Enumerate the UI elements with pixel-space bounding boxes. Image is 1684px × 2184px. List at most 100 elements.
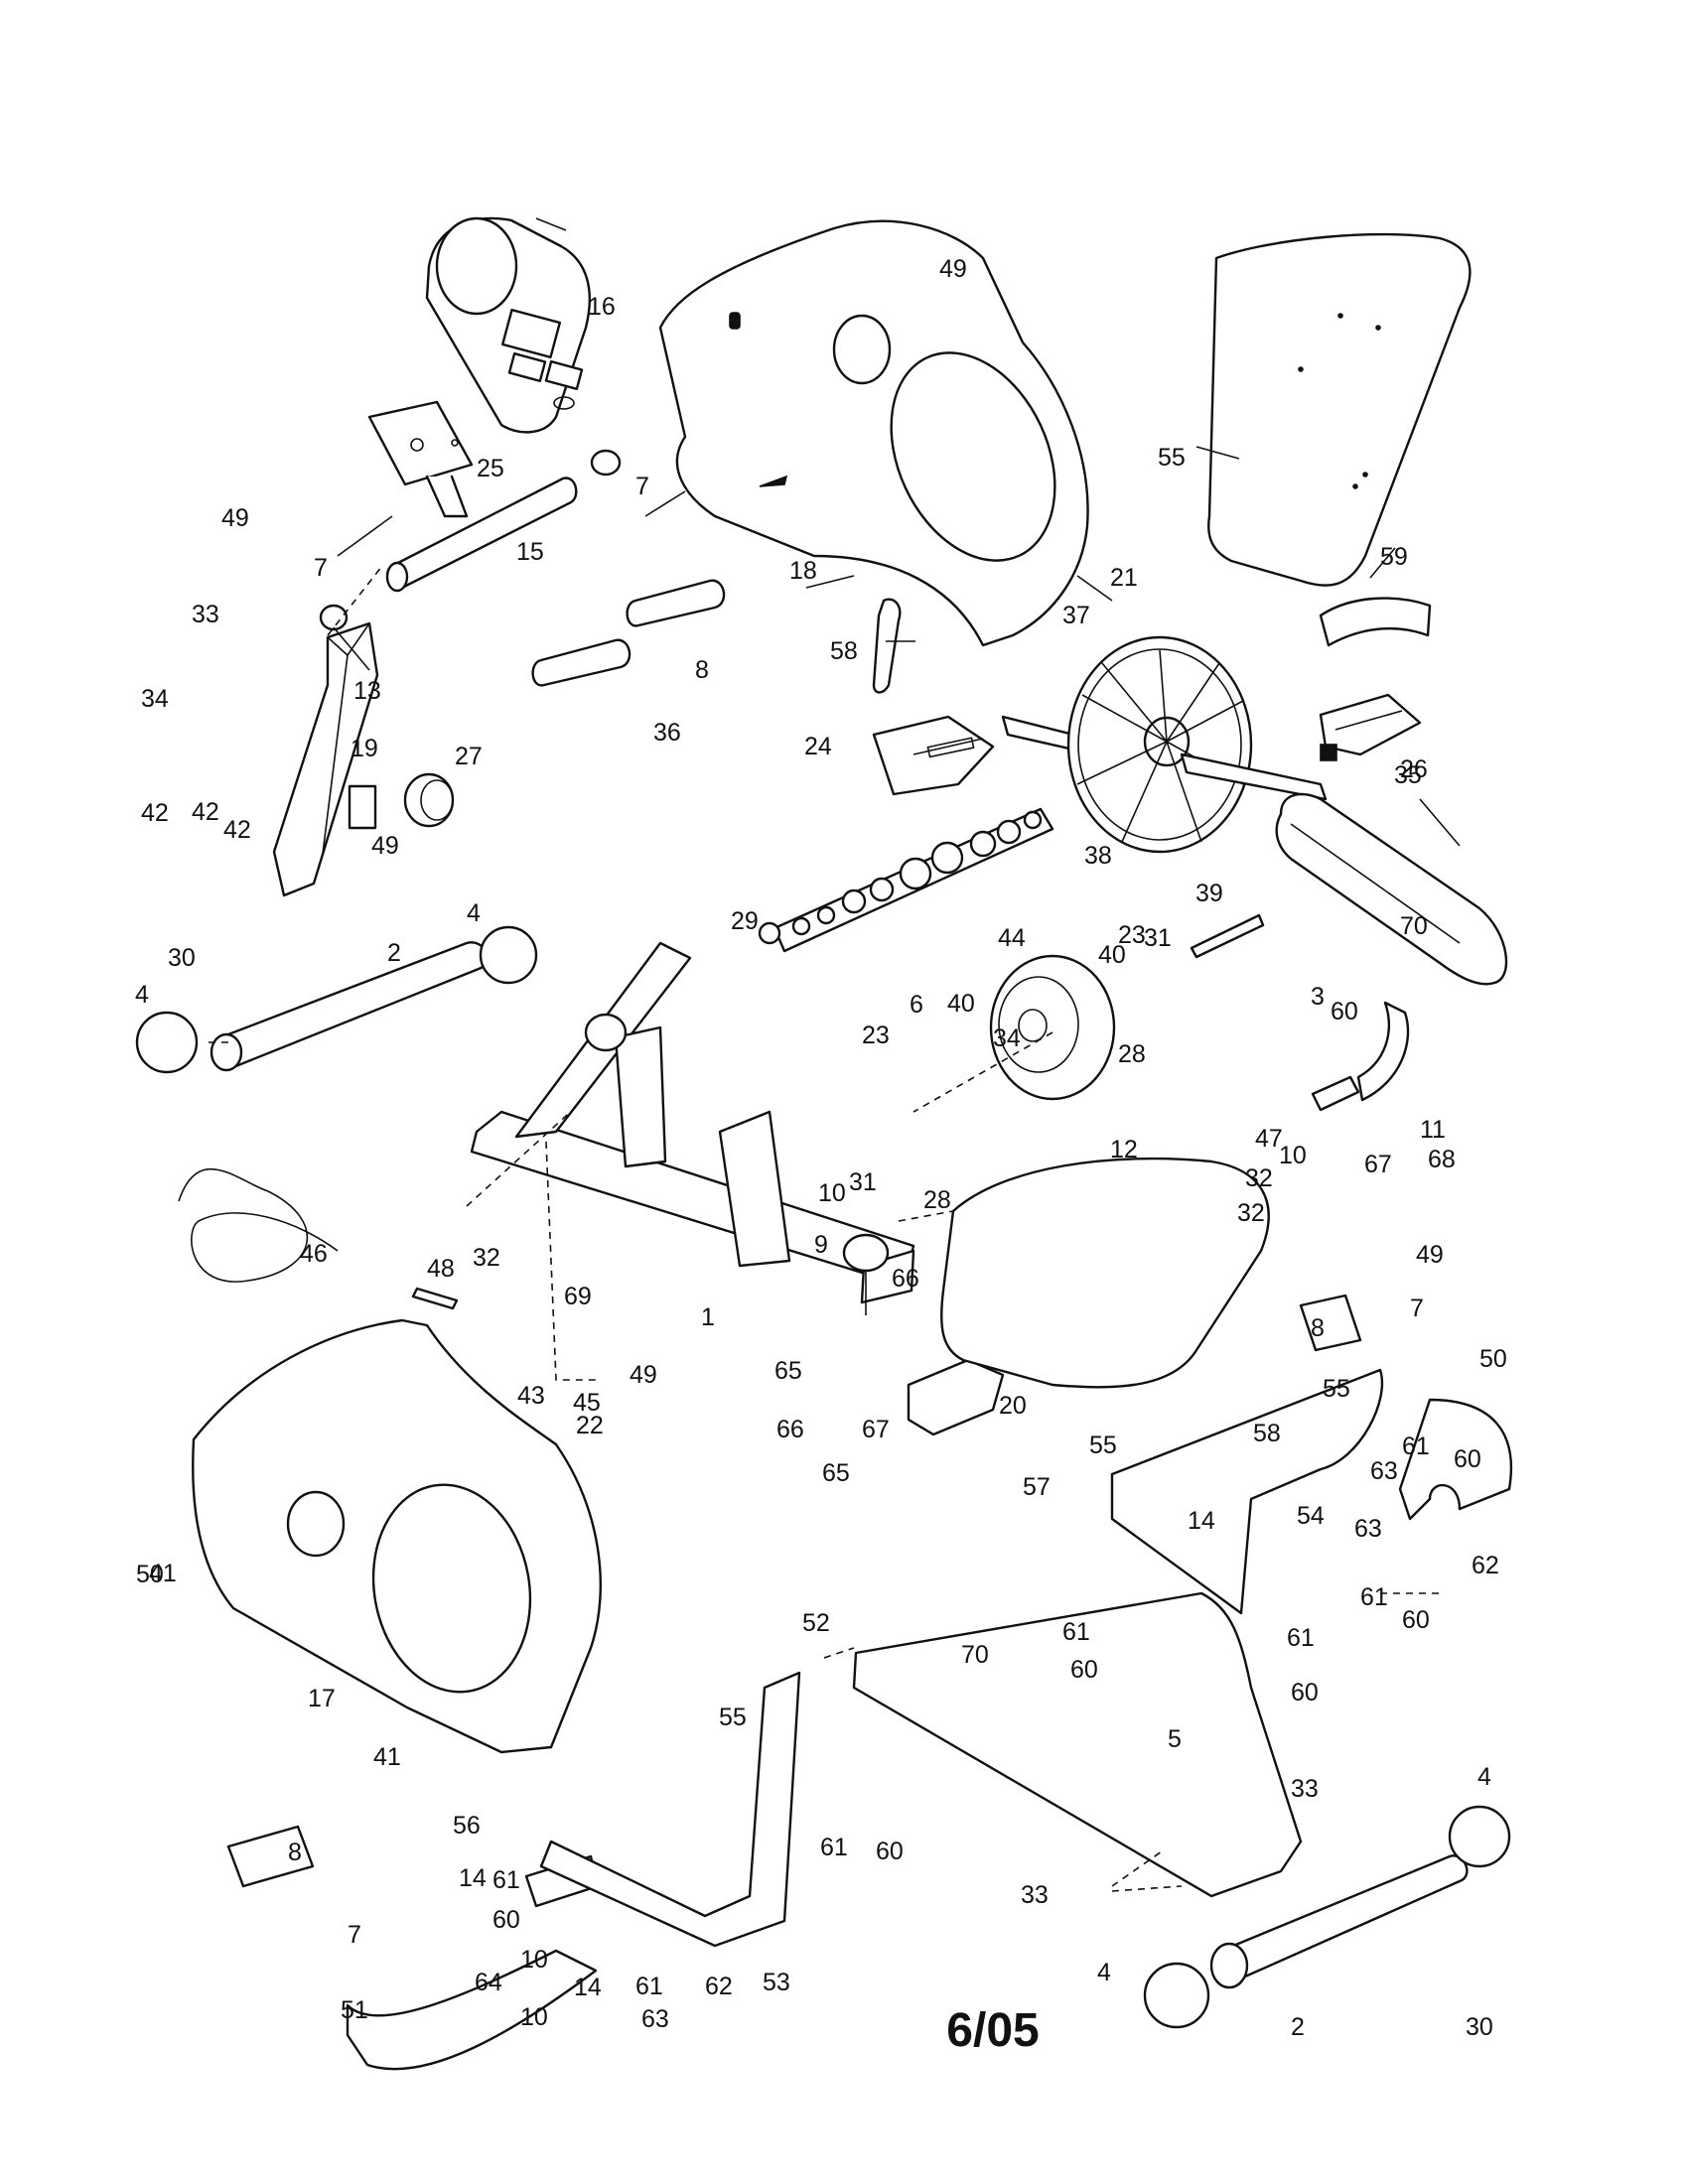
part-left-shield <box>192 1318 603 1754</box>
callout-label: 63 <box>1354 1515 1382 1543</box>
callout-label: 19 <box>351 735 378 762</box>
callout-label: 61 <box>1360 1583 1388 1611</box>
part-spring <box>411 1287 459 1310</box>
callout-label: 61 <box>820 1834 848 1861</box>
callout-label: 4 <box>1477 1763 1491 1791</box>
callout-label: 42 <box>192 798 219 826</box>
callout-label: 36 <box>653 719 681 747</box>
part-seat <box>940 1157 1270 1389</box>
callout-label: 64 <box>475 1969 502 1996</box>
callout-label: 32 <box>1245 1164 1273 1192</box>
callout-label: 49 <box>939 255 967 283</box>
callout-label: 60 <box>492 1906 520 1934</box>
callout-label: 51 <box>341 1996 368 2024</box>
callout-label: 41 <box>373 1743 401 1771</box>
callout-label: 50 <box>1479 1345 1507 1373</box>
callout-label: 33 <box>1291 1775 1319 1803</box>
callout-label: 46 <box>300 1240 328 1268</box>
callout-label: 39 <box>1195 880 1223 907</box>
callout-label: 40 <box>947 990 975 1018</box>
callout-label: 43 <box>517 1382 545 1410</box>
part-front-stabilizer <box>210 941 490 1072</box>
callout-label: 14 <box>459 1864 487 1892</box>
callout-label: 12 <box>1110 1136 1138 1163</box>
callout-label: 26 <box>1400 755 1428 783</box>
callout-label: 61 <box>1402 1433 1430 1460</box>
part-tension-switch <box>348 784 377 830</box>
part-foot-cap <box>1143 1962 1210 2029</box>
callout-label: 60 <box>1454 1445 1481 1473</box>
callout-label: 59 <box>1380 543 1408 571</box>
callout-label: 65 <box>822 1459 850 1487</box>
callout-label: 5 <box>1168 1725 1182 1753</box>
callout-label: 68 <box>1428 1146 1456 1173</box>
part-tension-knob <box>403 772 455 828</box>
revision-code: 6/05 <box>946 2004 1040 2057</box>
part-left-pedal <box>872 715 995 796</box>
part-seat-knob <box>842 1233 890 1315</box>
callout-label: 49 <box>221 504 249 532</box>
callout-label: 60 <box>1070 1656 1098 1684</box>
callout-label: 49 <box>630 1361 657 1389</box>
callout-label: 23 <box>862 1022 890 1049</box>
callout-label: 28 <box>923 1186 951 1214</box>
callout-label: 27 <box>455 743 483 770</box>
callout-label: 54 <box>1297 1502 1325 1530</box>
callout-label: 7 <box>314 554 328 582</box>
callout-label: 23 <box>1118 921 1146 949</box>
callout-label: 57 <box>1023 1473 1051 1501</box>
callout-label: 32 <box>473 1244 500 1272</box>
callout-label: 67 <box>862 1416 890 1443</box>
part-belt <box>1275 792 1508 986</box>
part-right-pedal <box>1319 693 1422 761</box>
callout-label: 34 <box>141 685 169 713</box>
callout-label: 50 <box>136 1561 164 1588</box>
callout-label: 38 <box>1084 842 1112 870</box>
part-seat-rail <box>1110 1368 1384 1615</box>
callout-label: 14 <box>1188 1507 1215 1535</box>
callout-label: 58 <box>830 637 858 665</box>
callout-label: 63 <box>1370 1457 1398 1485</box>
part-pulley <box>1001 635 1328 854</box>
callout-label: 29 <box>731 907 759 935</box>
callout-label: 2 <box>387 939 401 967</box>
callout-label: 65 <box>774 1357 802 1385</box>
callout-label: 60 <box>1402 1606 1430 1634</box>
callout-label: 31 <box>849 1168 877 1196</box>
callout-label: 66 <box>892 1265 919 1293</box>
callout-label: 56 <box>453 1812 481 1840</box>
callout-label: 7 <box>635 473 649 500</box>
callout-label: 9 <box>814 1231 828 1259</box>
part-grip <box>226 1825 315 1888</box>
callout-label: 25 <box>477 455 504 482</box>
callout-label: 61 <box>492 1866 520 1894</box>
callout-label: 6 <box>910 991 923 1019</box>
callout-label: 15 <box>516 538 544 566</box>
callout-label: 8 <box>1311 1314 1325 1342</box>
callout-label: 47 <box>1255 1125 1283 1153</box>
part-seat-handlebar <box>1398 1398 1513 1521</box>
callout-label: 49 <box>1416 1241 1444 1269</box>
callout-label: 48 <box>427 1255 455 1283</box>
callout-label: 18 <box>789 557 817 585</box>
callout-label: 60 <box>1291 1679 1319 1706</box>
callout-label: 32 <box>1237 1199 1265 1227</box>
part-foot-cap <box>135 1011 199 1074</box>
callout-label: 20 <box>999 1392 1027 1420</box>
callout-label: 55 <box>1323 1375 1350 1403</box>
callout-label: 66 <box>776 1416 804 1443</box>
callout-label: 31 <box>1144 924 1172 952</box>
callout-label: 60 <box>1331 998 1358 1025</box>
part-end-cap <box>319 604 349 631</box>
parts-artwork <box>135 216 1513 2071</box>
part-console <box>425 216 591 434</box>
part-foot-cap <box>1448 1805 1511 1868</box>
callout-label: 55 <box>1089 1432 1117 1459</box>
callout-label: 63 <box>641 2005 669 2033</box>
callout-label: 40 <box>1098 941 1126 969</box>
callout-label: 7 <box>348 1921 361 1949</box>
callout-layer: 1 2 2 3 4 4 4 4 5 6 7 7 7 7 8 8 8 9 10 1… <box>135 255 1507 2041</box>
callout-label: 55 <box>1158 444 1186 472</box>
part-right-shield <box>658 219 1089 647</box>
callout-label: 22 <box>576 1412 604 1439</box>
